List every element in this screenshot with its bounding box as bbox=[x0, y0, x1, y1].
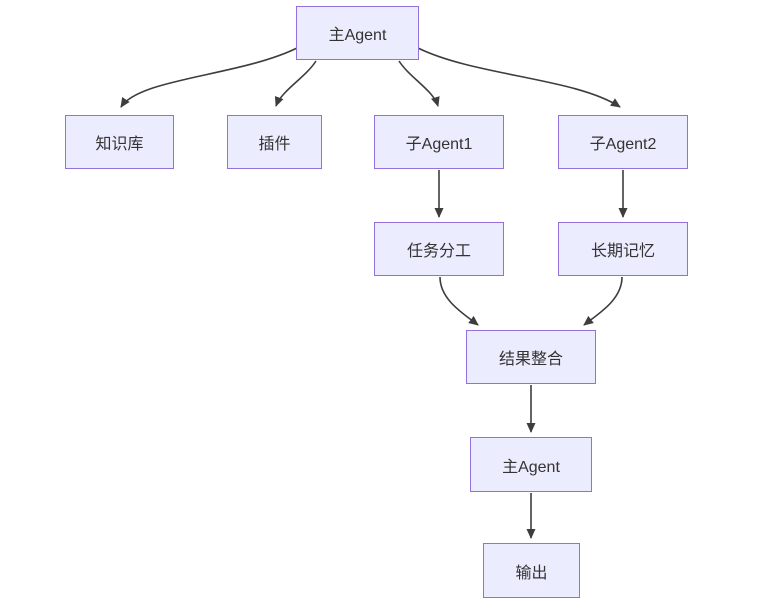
node-result-merge-label: 结果整合 bbox=[498, 351, 563, 368]
node-main-agent-top-label: 主Agent bbox=[328, 27, 387, 44]
node-knowledge-base-label: 知识库 bbox=[95, 136, 144, 153]
edge-task-division-to-result-merge bbox=[439, 276, 479, 326]
node-long-term-memory-label: 长期记忆 bbox=[590, 243, 655, 260]
node-output: 输出 bbox=[483, 543, 580, 598]
node-plugin-label: 插件 bbox=[258, 136, 291, 153]
node-result-merge: 结果整合 bbox=[466, 330, 596, 384]
node-output-label: 输出 bbox=[515, 564, 548, 582]
node-main-agent-bottom: 主Agent bbox=[470, 437, 592, 492]
node-plugin: 插件 bbox=[227, 115, 322, 169]
edge-main-to-sub-agent-2 bbox=[417, 47, 621, 108]
edge-main-to-knowledge bbox=[120, 47, 298, 108]
node-main-agent-top: 主Agent bbox=[296, 6, 419, 60]
node-sub-agent-2: 子Agent2 bbox=[558, 115, 688, 169]
edge-main-to-plugin bbox=[274, 60, 317, 107]
node-task-division-label: 任务分工 bbox=[406, 243, 471, 260]
node-long-term-memory: 长期记忆 bbox=[558, 222, 688, 276]
edge-main-to-sub-agent-1 bbox=[398, 60, 440, 107]
node-sub-agent-1: 子Agent1 bbox=[374, 115, 504, 169]
node-sub-agent-2-label: 子Agent2 bbox=[589, 136, 657, 153]
node-sub-agent-1-label: 子Agent1 bbox=[405, 136, 473, 153]
node-task-division: 任务分工 bbox=[374, 222, 504, 276]
node-knowledge-base: 知识库 bbox=[65, 115, 174, 169]
edge-long-term-memory-to-result-merge bbox=[583, 276, 623, 326]
node-main-agent-bottom-label: 主Agent bbox=[502, 458, 560, 476]
